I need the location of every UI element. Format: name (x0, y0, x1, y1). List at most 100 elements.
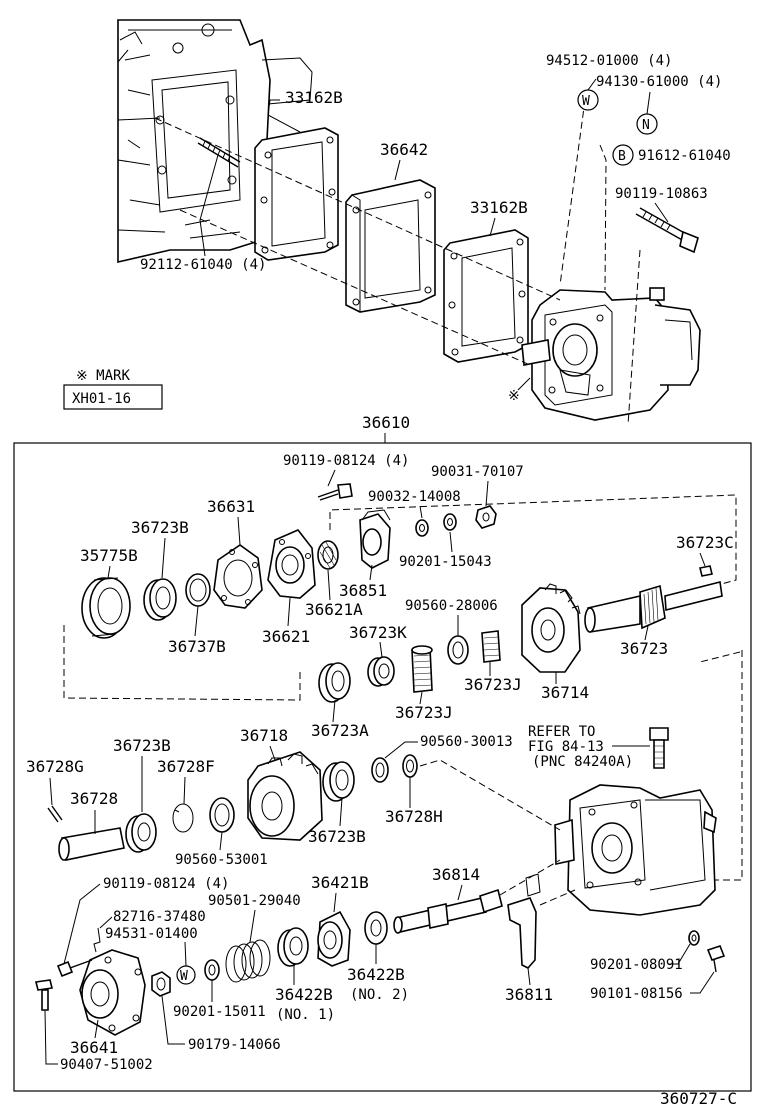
gear-36718 (247, 751, 323, 841)
gasket-top (254, 127, 339, 261)
gasket-mid (443, 229, 529, 363)
stud-bolt (197, 137, 241, 168)
bearing-36723b-a (143, 578, 177, 621)
label-36714: 36714 (541, 683, 589, 702)
label-90031-70107: 90031-70107 (431, 464, 524, 480)
assembly-boundary (13, 442, 752, 1092)
pin-36728g (47, 805, 63, 823)
label-90119-10863: 90119-10863 (615, 186, 708, 202)
n-letter: N (642, 118, 650, 133)
circled-n-symbol: N (636, 113, 658, 135)
spacer-36723k (367, 656, 395, 687)
plug-84240a (649, 727, 669, 769)
label-82716-37480: 82716-37480 (113, 909, 206, 925)
label-90101-08156: 90101-08156 (590, 986, 683, 1002)
label-36723b-c: 36723B (308, 827, 366, 846)
label-36723a: 36723A (311, 721, 369, 740)
nut-90031 (475, 505, 497, 529)
label-no2: (NO. 2) (350, 987, 409, 1003)
label-94130-61000: 94130-61000 (4) (596, 74, 722, 90)
spacer-plate (345, 179, 436, 313)
label-90560-53001: 90560-53001 (175, 852, 268, 868)
spacer-90560-28006 (447, 635, 469, 665)
label-36641: 36641 (70, 1038, 118, 1057)
label-36621a: 36621A (305, 600, 363, 619)
label-36642: 36642 (380, 140, 428, 159)
housing-lower (554, 784, 717, 916)
label-36718: 36718 (240, 726, 288, 745)
w-letter: W (582, 94, 590, 109)
label-36728: 36728 (70, 789, 118, 808)
label-90201-15011: 90201-15011 (173, 1004, 266, 1020)
label-90560-30013: 90560-30013 (420, 734, 513, 750)
shaft-36814 (393, 888, 503, 934)
label-91612-61040: 91612-61040 (638, 148, 731, 164)
asterisk-mark: ※ (508, 388, 520, 404)
part-35775b (81, 577, 131, 639)
label-36723c: 36723C (676, 533, 734, 552)
circled-w-symbol-2: W (176, 965, 196, 985)
mark-box: ※ MARK XH01-16 (63, 368, 163, 410)
bearing-36723b-c (125, 813, 157, 853)
label-refer-fig: FIG 84-13 (528, 739, 604, 755)
label-36723b-b: 36723B (113, 736, 171, 755)
circled-b-symbol: B (612, 144, 634, 166)
spacer-36422b-no2 (364, 911, 388, 945)
shaft-36728 (58, 827, 125, 861)
label-36851: 36851 (339, 581, 387, 600)
pto-assembly-top (521, 287, 701, 421)
label-94512-01000: 94512-01000 (4) (546, 53, 672, 69)
label-90501-29040: 90501-29040 (208, 893, 301, 909)
label-35775b: 35775B (80, 546, 138, 565)
bolt-90101-08156 (706, 945, 726, 973)
label-92112-61040: 92112-61040 (4) (140, 257, 266, 273)
label-90179-14066: 90179-14066 (188, 1037, 281, 1053)
gasket-36631 (213, 544, 263, 609)
label-36723k: 36723K (349, 623, 407, 642)
cover-36641 (79, 949, 146, 1036)
bolt-90119-08124-a (317, 483, 353, 501)
label-36728g: 36728G (26, 757, 84, 776)
label-33162b-mid: 33162B (470, 198, 528, 217)
label-36422b-a: 36422B (275, 985, 333, 1004)
key-36723c (699, 565, 713, 577)
label-36422b-b: 36422B (347, 965, 405, 984)
part-36421b (317, 910, 351, 967)
label-36811: 36811 (505, 985, 553, 1004)
label-36723j-a: 36723J (464, 675, 522, 694)
label-90119-08124-b: 90119-08124 (4) (103, 876, 229, 892)
spacer-90560-30013 (371, 757, 389, 783)
label-36728h: 36728H (385, 807, 443, 826)
wire-82716 (93, 927, 101, 953)
ring-36737b (185, 573, 211, 607)
needle-bearing-36723j-a (411, 645, 433, 693)
label-90407-51002: 90407-51002 (60, 1057, 153, 1073)
label-36631: 36631 (207, 497, 255, 516)
label-36421b: 36421B (311, 873, 369, 892)
label-36610-assembly: 36610 (362, 413, 410, 432)
label-refer-pnc: (PNC 84240A) (532, 754, 633, 770)
cover-36851 (359, 509, 391, 569)
needle-bearing-36723j-b (481, 630, 501, 663)
fitting-90407 (35, 979, 53, 1011)
bearing-36723a (318, 662, 351, 703)
diagram-code: 360727-C (660, 1089, 737, 1108)
label-refer-to: REFER TO (528, 724, 595, 740)
label-90201-15043: 90201-15043 (399, 554, 492, 570)
snap-ring-36728f (172, 803, 194, 833)
label-no1: (NO. 1) (276, 1007, 335, 1023)
nut-90179 (151, 971, 171, 997)
top-dashed-guides (154, 99, 641, 426)
washer-90201-15043 (443, 513, 457, 531)
seal-36621a (317, 540, 339, 570)
label-36814: 36814 (432, 865, 480, 884)
cover-36621 (267, 529, 316, 599)
mark-box-value: XH01-16 (72, 391, 131, 407)
label-36723b-a: 36723B (131, 518, 189, 537)
spacer-90560-53001 (209, 797, 235, 833)
label-36723j-b: 36723J (395, 703, 453, 722)
w-letter-2: W (180, 969, 188, 984)
washer-90201-08091 (688, 930, 700, 946)
shaft-36723 (584, 581, 723, 633)
label-36621: 36621 (262, 627, 310, 646)
